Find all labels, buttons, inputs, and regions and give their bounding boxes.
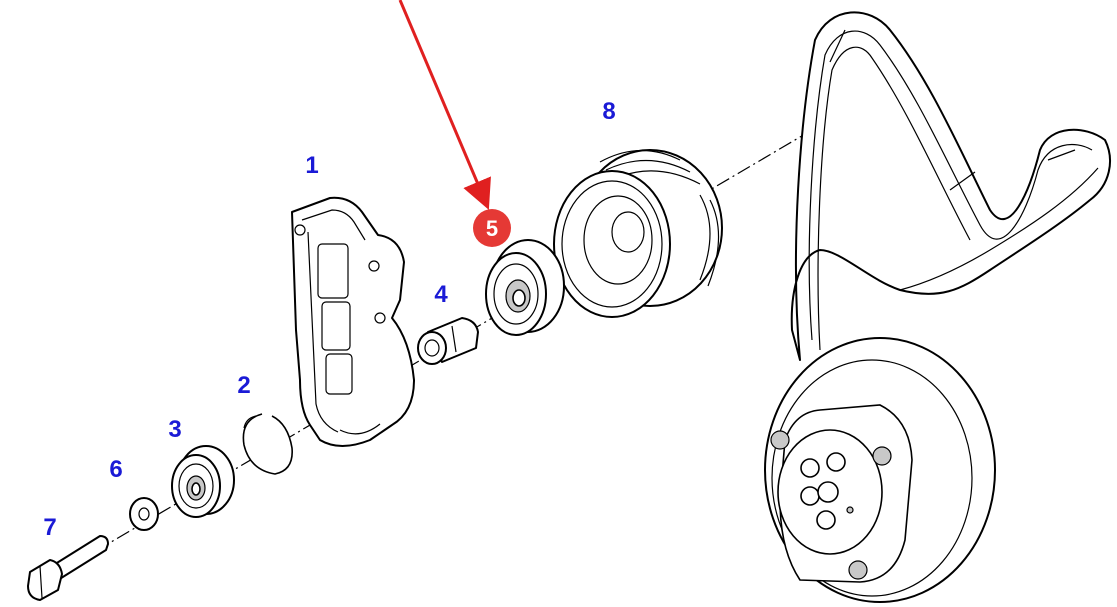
part-5-bearing	[485, 239, 565, 336]
bolt-hole-icon	[848, 560, 868, 580]
part-7-bolt	[27, 535, 109, 601]
part-2-circlip	[242, 413, 293, 475]
callout-3: 3	[168, 416, 181, 443]
part-3-bearing	[171, 445, 235, 518]
callout-6: 6	[109, 456, 122, 483]
part-4-bushing	[417, 317, 479, 365]
callout-2: 2	[237, 372, 250, 399]
callout-8: 8	[602, 98, 615, 125]
drive-belt	[790, 11, 1111, 361]
bolt-hole-icon	[872, 446, 892, 466]
part-8-grooved-pulley	[553, 149, 723, 318]
highlight-badge-label: 5	[486, 216, 498, 241]
callout-4: 4	[434, 281, 448, 308]
assembly-axis-line	[54, 89, 881, 576]
crankshaft-pulley-damper	[764, 337, 996, 603]
highlight-arrow	[398, 0, 491, 210]
callout-7: 7	[43, 514, 56, 541]
highlight-badge: 5	[473, 209, 511, 247]
callout-1: 1	[305, 152, 318, 179]
bolt-hole-icon	[770, 430, 790, 450]
part-1-tensioner-bracket	[291, 196, 415, 447]
part-6-washer	[129, 497, 159, 531]
